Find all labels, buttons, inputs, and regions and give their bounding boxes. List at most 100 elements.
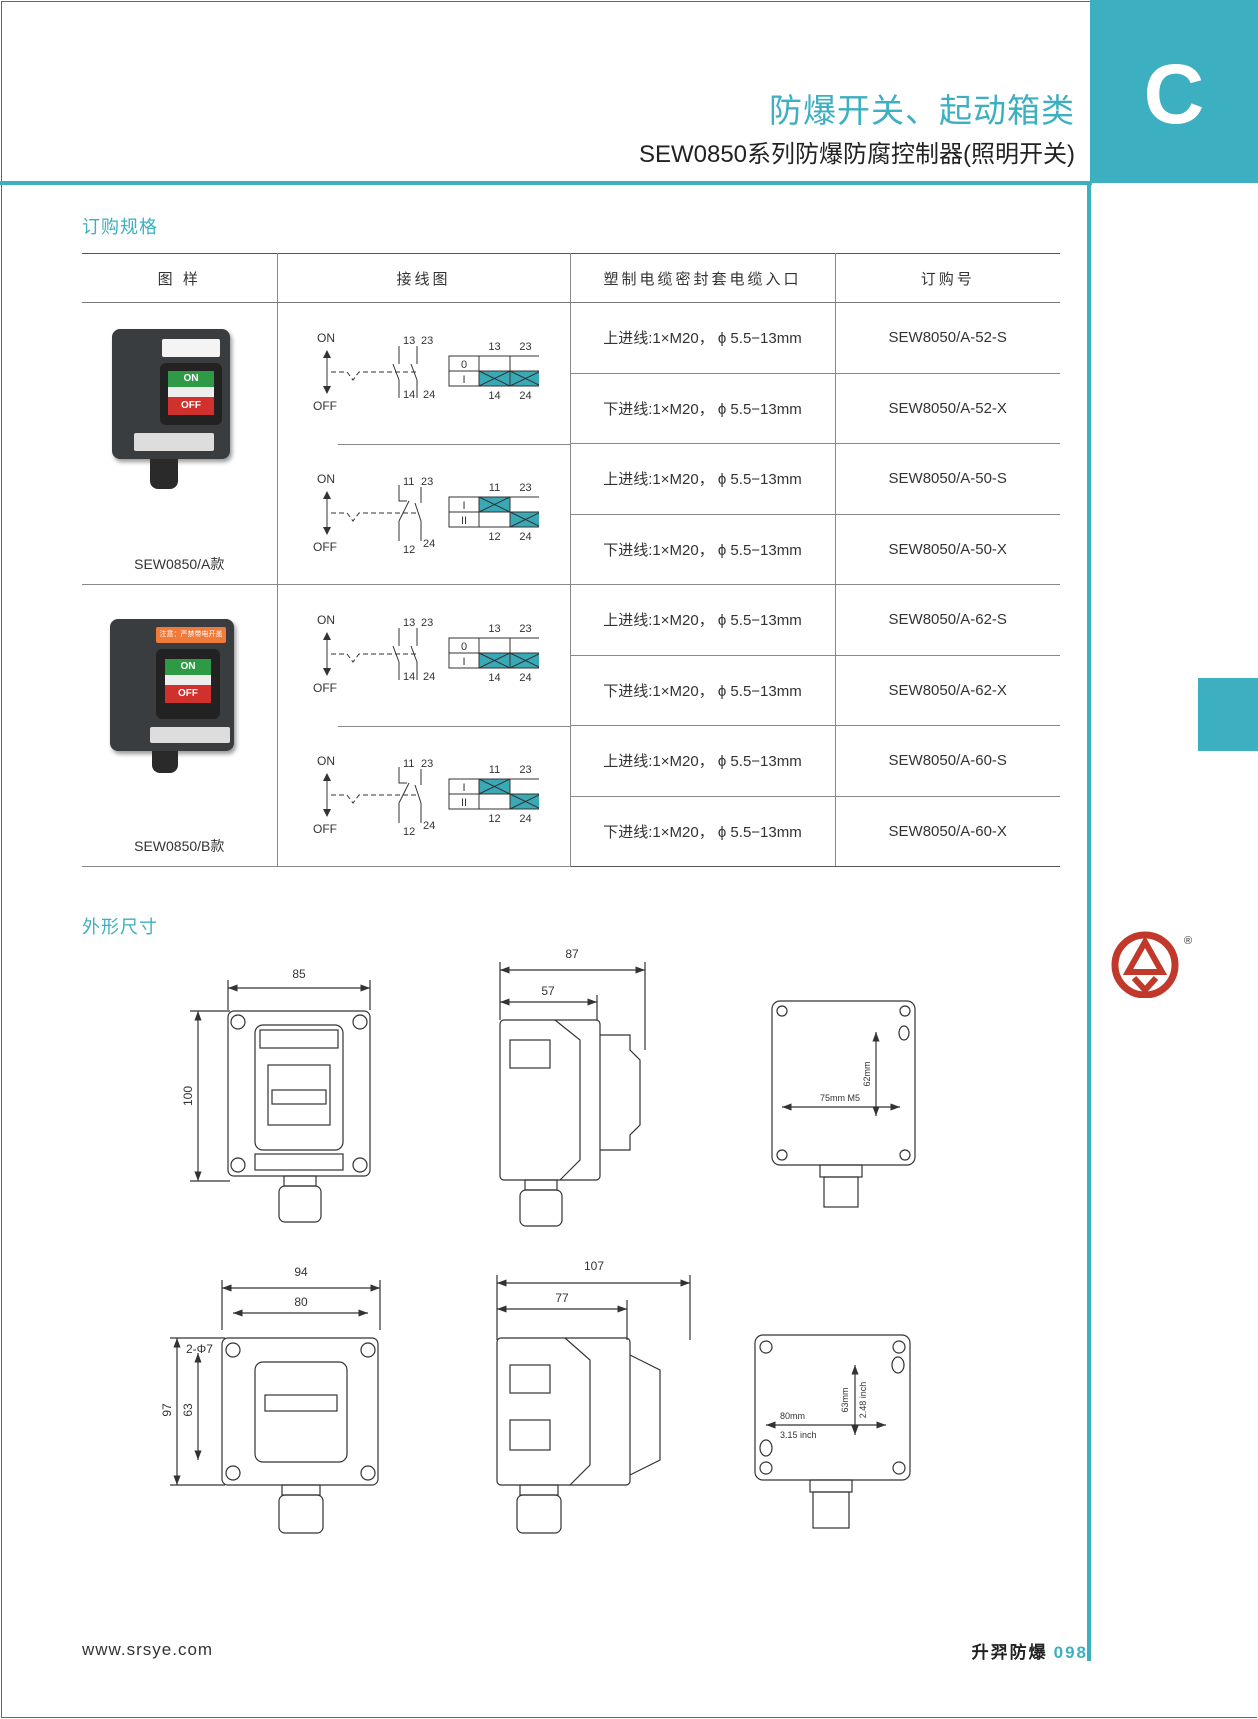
- switch-table-header: 11: [488, 764, 499, 776]
- switch-position-label: I: [462, 500, 465, 512]
- col-photo: 图 样: [82, 253, 278, 303]
- contact-symbol: [392, 346, 417, 399]
- entry-cell: 下进线:1×M20， ϕ 5.5−13mm: [570, 514, 836, 585]
- terminal-label: 24: [423, 671, 435, 683]
- dim-a-width: 85: [292, 967, 306, 981]
- dim-b-height-inner: 63: [181, 1403, 195, 1417]
- dim-b-mount-w-mm: 80mm: [780, 1411, 805, 1421]
- contact-symbol: [398, 484, 421, 541]
- switch-position-label: II: [460, 515, 466, 527]
- right-divider: [1087, 181, 1091, 1661]
- switch-position-label: I: [462, 374, 465, 386]
- section-band: [1090, 0, 1258, 183]
- contact-open-cell: [509, 355, 539, 372]
- switch-table-footer: 24: [519, 531, 531, 543]
- drawing-b-rear: [754, 1334, 911, 1529]
- terminal-label: 24: [423, 820, 435, 832]
- order-number: SEW8050/A-62-X: [835, 655, 1060, 726]
- actuator-link: [330, 653, 419, 664]
- switch-table-header: 23: [519, 764, 531, 776]
- switch-position-label: I: [462, 656, 465, 668]
- contact-open-cell: [478, 511, 510, 528]
- entry-cell: 上进线:1×M20， ϕ 5.5−13mm: [570, 443, 836, 515]
- side-tab: [1198, 678, 1258, 751]
- on-label: ON: [317, 331, 335, 345]
- company-logo: ®: [1111, 931, 1192, 998]
- product-photo-a: ON OFF SEW0850/A款: [82, 302, 278, 585]
- terminal-label: 13: [403, 617, 415, 629]
- off-label: OFF: [313, 540, 337, 554]
- terminal-label: 11: [403, 758, 414, 770]
- footer-url[interactable]: www.srsye.com: [82, 1640, 214, 1659]
- table-row: 下进线:1×M20， ϕ 5.5−13mm SEW8050/A-50-X: [82, 514, 1060, 585]
- entry-cell: 下进线:1×M20， ϕ 5.5−13mm: [570, 655, 836, 726]
- terminal-label: 12: [403, 826, 415, 838]
- table-row: 下进线:1×M20， ϕ 5.5−13mm SEW8050/A-52-X: [82, 373, 1060, 444]
- off-label: OFF: [313, 399, 337, 413]
- contact-open-cell: [478, 355, 510, 372]
- dim-a-depth-body: 57: [541, 984, 555, 998]
- model-caption: SEW0850/B款: [134, 838, 225, 854]
- switch-table-header: 11: [488, 482, 499, 494]
- terminal-label: 23: [421, 335, 433, 347]
- actuator-link: [330, 371, 419, 382]
- terminal-label: 23: [421, 758, 433, 770]
- contact-open-cell: [478, 793, 510, 810]
- contact-open-cell: [478, 637, 510, 654]
- switch-table-header: 23: [519, 482, 531, 494]
- switch-table-footer: 24: [519, 390, 531, 402]
- table-row: 注意：严禁带电开盖 ON OFF SEW0850/B款 ON OFF 13 23 14 2…: [82, 584, 1060, 867]
- product-photo-b: 注意：严禁带电开盖 ON OFF SEW0850/B款: [82, 584, 278, 867]
- contact-symbol: [398, 766, 421, 823]
- model-caption: SEW0850/A款: [134, 556, 225, 572]
- terminal-label: 14: [403, 671, 415, 683]
- terminal-label: 12: [403, 544, 415, 556]
- dim-a-height: 100: [181, 1086, 195, 1106]
- switch-table-footer: 12: [488, 813, 500, 825]
- switch-table-header: 23: [519, 623, 531, 635]
- dim-a-mount-h: 62mm: [862, 1061, 872, 1086]
- order-number: SEW8050/A-50-X: [835, 514, 1060, 585]
- drawing-b-front: [170, 1280, 381, 1534]
- entry-cell: 上进线:1×M20， ϕ 5.5−13mm: [570, 584, 836, 656]
- dim-b-width-inner: 80: [294, 1295, 308, 1309]
- drawing-a-side: [499, 962, 646, 1227]
- order-number: SEW8050/A-50-S: [835, 443, 1060, 515]
- switch-table-footer: 14: [488, 672, 500, 684]
- drawing-a-front: [190, 980, 371, 1223]
- switch-table-header: 13: [488, 623, 500, 635]
- category-title: 防爆开关、起动箱类: [769, 92, 1075, 129]
- terminal-label: 24: [423, 538, 435, 550]
- terminal-label: 23: [421, 476, 433, 488]
- order-number: SEW8050/A-60-S: [835, 725, 1060, 797]
- col-wiring: 接线图: [277, 253, 571, 303]
- contact-open-cell: [509, 637, 539, 654]
- on-label: ON: [317, 472, 335, 486]
- switch-table-footer: 12: [488, 531, 500, 543]
- actuator-link: [330, 794, 419, 804]
- entry-cell: 下进线:1×M20， ϕ 5.5−13mm: [570, 796, 836, 867]
- table-header: 图 样 接线图 塑制电缆密封套电缆入口 订购号: [82, 253, 1060, 303]
- terminal-label: 24: [423, 389, 435, 401]
- section-letter: C: [1143, 47, 1205, 141]
- order-number: SEW8050/A-52-S: [835, 302, 1060, 374]
- switch-position-label: 0: [460, 359, 466, 371]
- off-label: OFF: [313, 822, 337, 836]
- switch-table-footer: 14: [488, 390, 500, 402]
- actuator-link: [330, 512, 419, 522]
- dim-b-hole: 2-Φ7: [186, 1342, 213, 1356]
- enclosure-photo: 注意：严禁带电开盖 ON OFF: [110, 619, 234, 751]
- drawing-a-rear: [771, 1000, 916, 1208]
- dimensions-section-title: 外形尺寸: [82, 917, 158, 937]
- ordering-section-title: 订购规格: [82, 217, 158, 237]
- dim-b-mount-w-in: 3.15 inch: [780, 1430, 817, 1440]
- contact-symbol: [392, 628, 417, 681]
- on-label: ON: [317, 754, 335, 768]
- dim-b-depth-body: 77: [555, 1291, 569, 1305]
